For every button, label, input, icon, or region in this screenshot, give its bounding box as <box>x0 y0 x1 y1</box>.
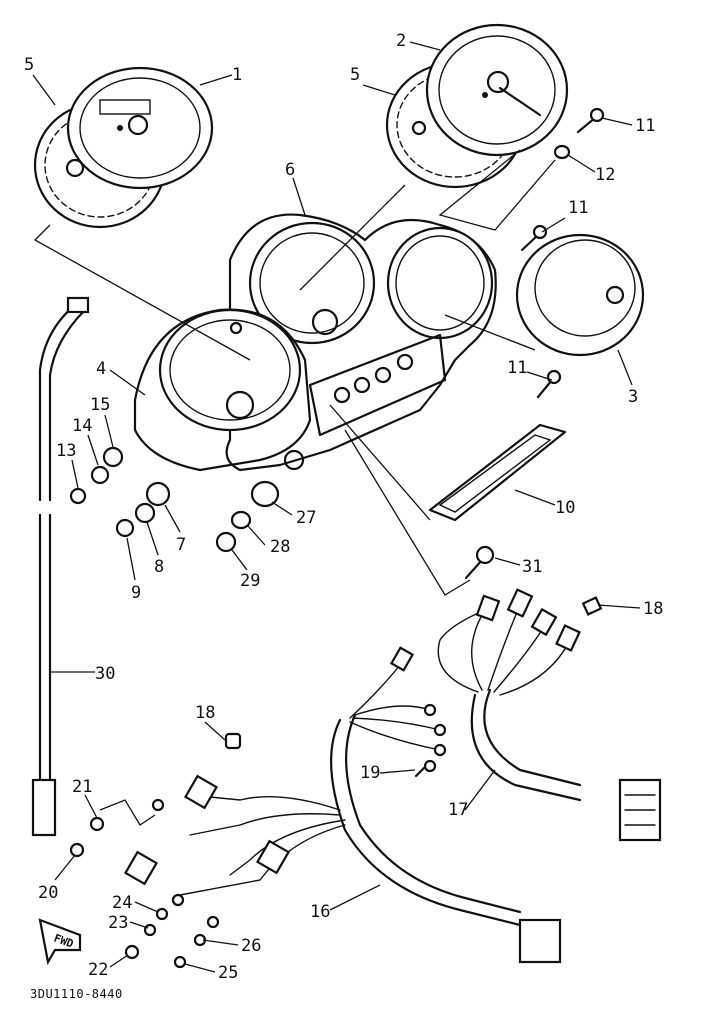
callout-30: 30 <box>95 664 115 684</box>
callout-25: 25 <box>218 963 238 983</box>
callout-26: 26 <box>241 936 261 956</box>
callout-23: 23 <box>108 913 128 933</box>
screw-18-upper <box>224 732 242 750</box>
callout-4: 4 <box>96 359 106 379</box>
wire-harness-16 <box>123 646 562 964</box>
meter-assembly-1 <box>33 66 214 229</box>
callout-13: 13 <box>56 441 76 461</box>
meter-housing-6 <box>225 213 497 472</box>
callout-28: 28 <box>270 537 290 557</box>
callout-21: 21 <box>72 777 92 797</box>
callout-17: 17 <box>448 800 468 820</box>
callout-11-mid: 11 <box>568 198 588 218</box>
callout-labels: 1 2 3 4 5 5 6 7 8 9 10 11 11 11 12 13 14… <box>24 31 663 983</box>
meter-assembly-2 <box>385 23 569 189</box>
callout-11-top: 11 <box>635 116 655 136</box>
callout-7: 7 <box>176 535 186 555</box>
callout-leaders <box>32 41 641 973</box>
callout-12: 12 <box>595 165 615 185</box>
screw-19 <box>414 759 437 778</box>
callout-20: 20 <box>38 883 58 903</box>
callout-11-lower: 11 <box>507 358 527 378</box>
screw-31 <box>464 545 495 580</box>
callout-29: 29 <box>240 571 260 591</box>
fwd-arrow-icon: FWD <box>38 918 82 966</box>
callout-1: 1 <box>232 65 242 85</box>
callout-5-left: 5 <box>24 55 34 75</box>
callout-6: 6 <box>285 160 295 180</box>
callout-31: 31 <box>522 557 542 577</box>
callout-10: 10 <box>555 498 575 518</box>
callout-2: 2 <box>396 31 406 51</box>
assembly-guide-lines <box>33 149 556 826</box>
grommets-center <box>215 480 280 553</box>
callout-18-right: 18 <box>643 599 663 619</box>
screw-11-mid <box>520 224 548 252</box>
callout-3: 3 <box>628 387 638 407</box>
callout-8: 8 <box>154 557 164 577</box>
callout-27: 27 <box>296 508 316 528</box>
meter-case-4 <box>133 308 312 472</box>
callout-9: 9 <box>131 583 141 603</box>
meter-cable-30 <box>31 296 90 837</box>
lens-12 <box>553 144 571 160</box>
screws-lower-left <box>69 816 207 969</box>
callout-22: 22 <box>88 960 108 980</box>
callout-16: 16 <box>310 902 330 922</box>
callout-18-left: 18 <box>195 703 215 723</box>
callout-24: 24 <box>112 893 132 913</box>
wire-harness-17 <box>437 588 662 842</box>
callout-15: 15 <box>90 395 110 415</box>
callout-5-right: 5 <box>350 65 360 85</box>
callout-19: 19 <box>360 763 380 783</box>
document-code: 3DU1110-8440 <box>30 987 123 1001</box>
grommets-left <box>69 446 171 538</box>
screw-11-lower <box>536 369 562 399</box>
screw-11-top <box>576 107 605 134</box>
meter-assembly-3 <box>515 233 645 357</box>
panel-cover-10 <box>428 423 567 522</box>
callout-14: 14 <box>72 416 92 436</box>
